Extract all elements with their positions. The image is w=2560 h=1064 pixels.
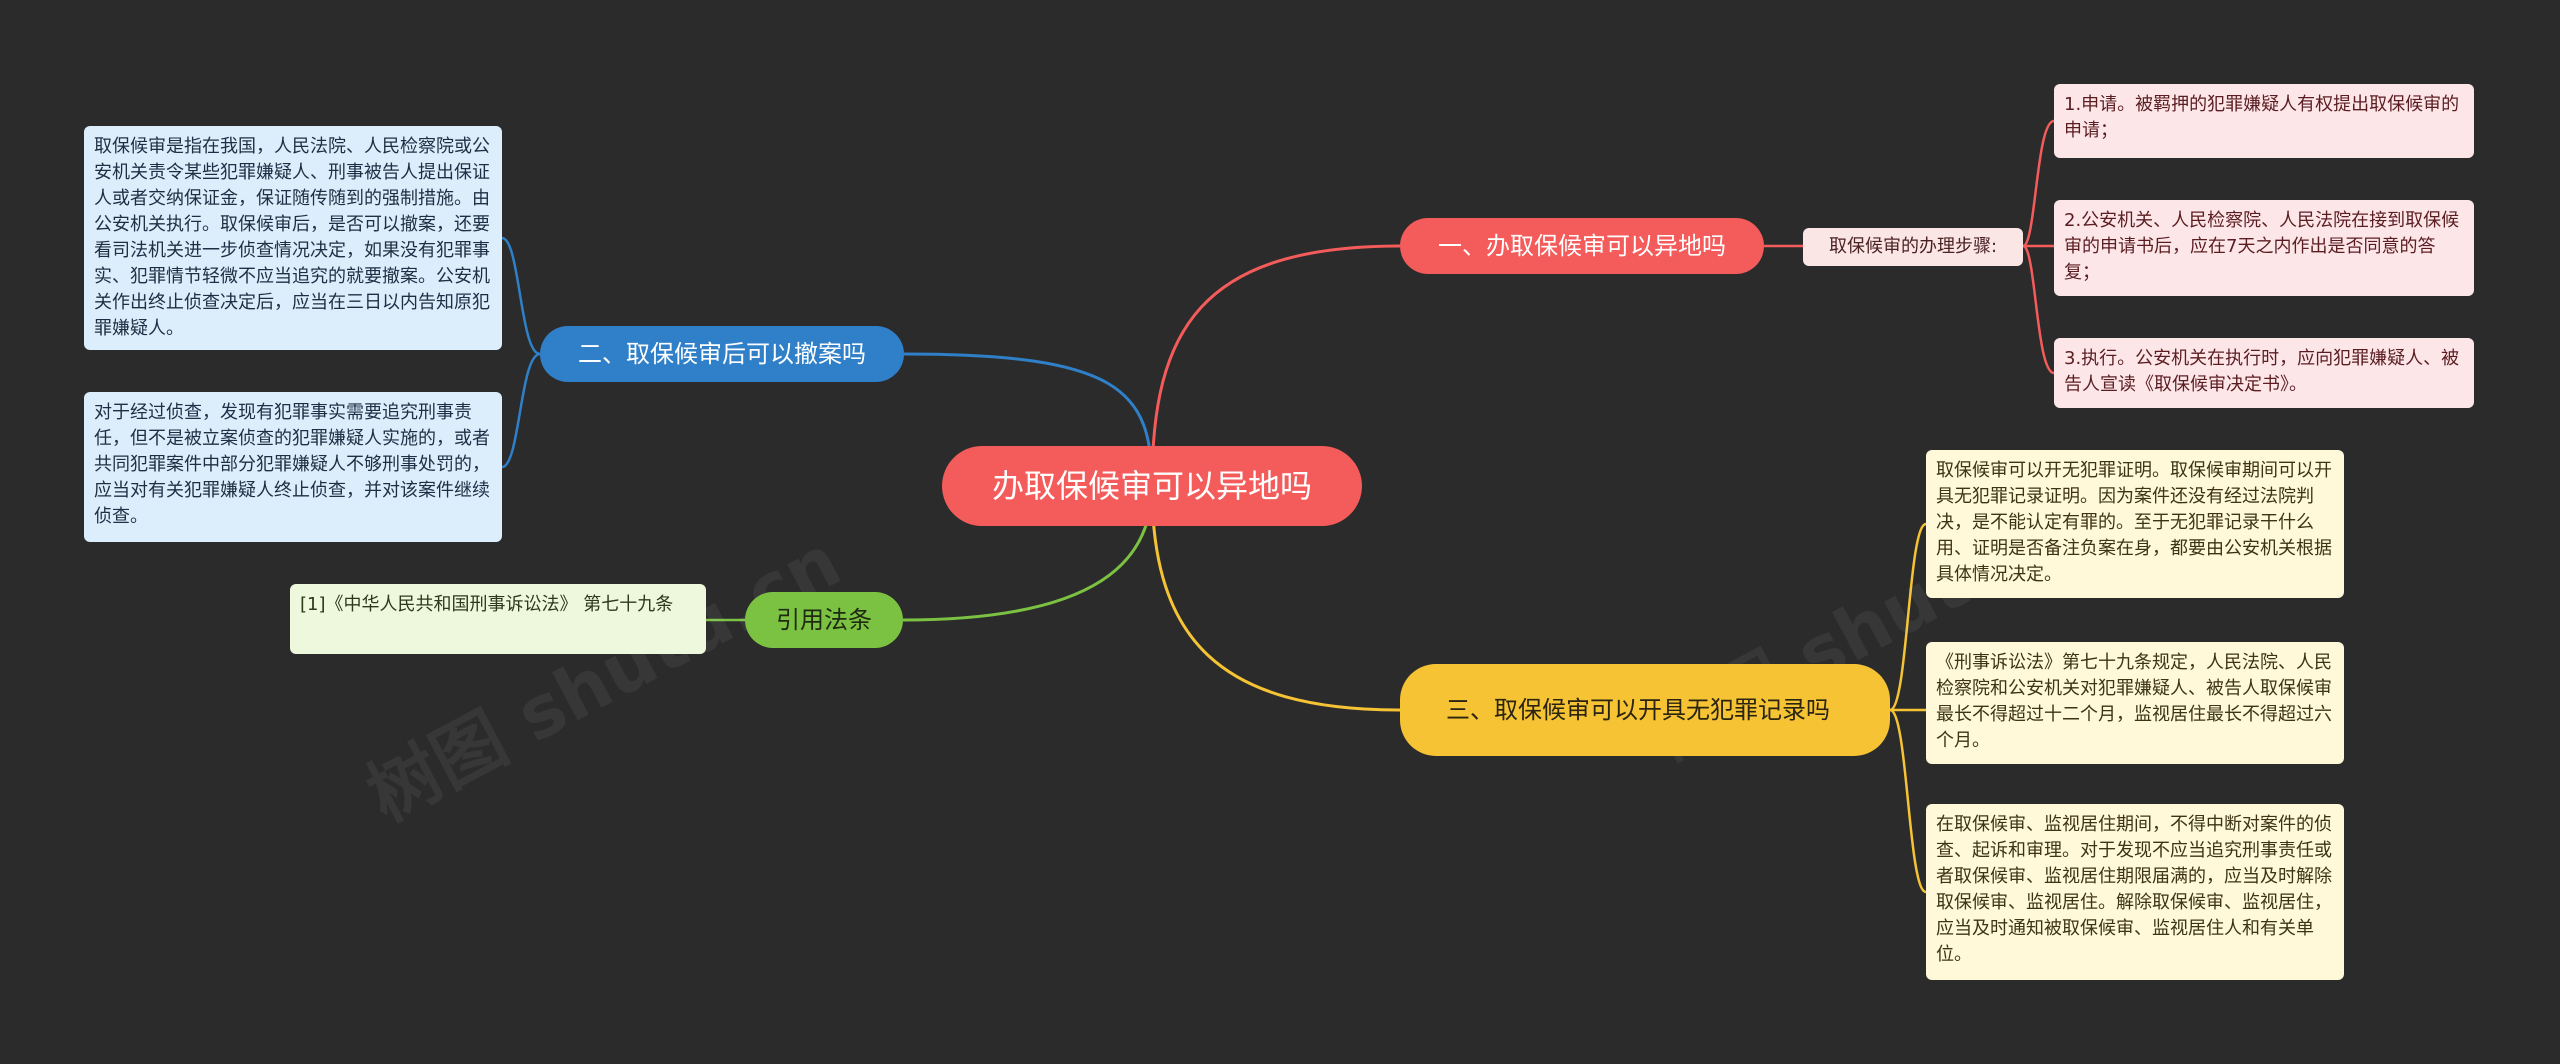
leaf-certificate-possible[interactable]: 取保候审可以开无犯罪证明。取保候审期间可以开具无犯罪记录证明。因为案件还没有经过… xyxy=(1926,450,2344,598)
link-label-l1 xyxy=(2021,119,2055,248)
leaf-step-execute[interactable]: 3.执行。公安机关在执行时，应向犯罪嫌疑人、被告人宣读《取保候审决定书》。 xyxy=(2054,338,2474,408)
leaf-article-79[interactable]: 《刑事诉讼法》第七十九条规定，人民法院、人民检察院和公安机关对犯罪嫌疑人、被告人… xyxy=(1926,642,2344,764)
link-root-b4 xyxy=(1150,485,1401,712)
leaf-step-apply[interactable]: 1.申请。被羁押的犯罪嫌疑人有权提出取保候审的申请； xyxy=(2054,84,2474,158)
branch-withdraw-case[interactable]: 二、取保候审后可以撤案吗 xyxy=(540,326,904,382)
link-b2-l4 xyxy=(501,236,541,356)
root-topic[interactable]: 办取保候审可以异地吗 xyxy=(942,446,1362,526)
branch-no-criminal-record[interactable]: 三、取保候审可以开具无犯罪记录吗 xyxy=(1400,664,1890,756)
leaf-terminate-investigation[interactable]: 对于经过侦查，发现有犯罪事实需要追究刑事责任，但不是被立案侦查的犯罪嫌疑人实施的… xyxy=(84,392,502,542)
leaf-withdraw-definition[interactable]: 取保候审是指在我国，人民法院、人民检察院或公安机关责令某些犯罪嫌疑人、刑事被告人… xyxy=(84,126,502,350)
leaf-law-citation[interactable]: [1]《中华人民共和国刑事诉讼法》 第七十九条 xyxy=(290,584,706,654)
branch-cited-law[interactable]: 引用法条 xyxy=(745,592,903,648)
procedure-steps-label[interactable]: 取保候审的办理步骤: xyxy=(1803,228,2023,266)
branch-apply-remote[interactable]: 一、办取保候审可以异地吗 xyxy=(1400,218,1764,274)
link-label-l3 xyxy=(2021,244,2055,375)
link-b2-l5 xyxy=(501,352,541,469)
link-root-b1 xyxy=(1150,244,1401,487)
leaf-release-measures[interactable]: 在取保候审、监视居住期间，不得中断对案件的侦查、起诉和审理。对于发现不应当追究刑… xyxy=(1926,804,2344,980)
link-b4-l7 xyxy=(1889,522,1927,712)
link-b4-l9 xyxy=(1889,708,1927,894)
leaf-step-reply[interactable]: 2.公安机关、人民检察院、人民法院在接到取保候审的申请书后，应在7天之内作出是否… xyxy=(2054,200,2474,296)
